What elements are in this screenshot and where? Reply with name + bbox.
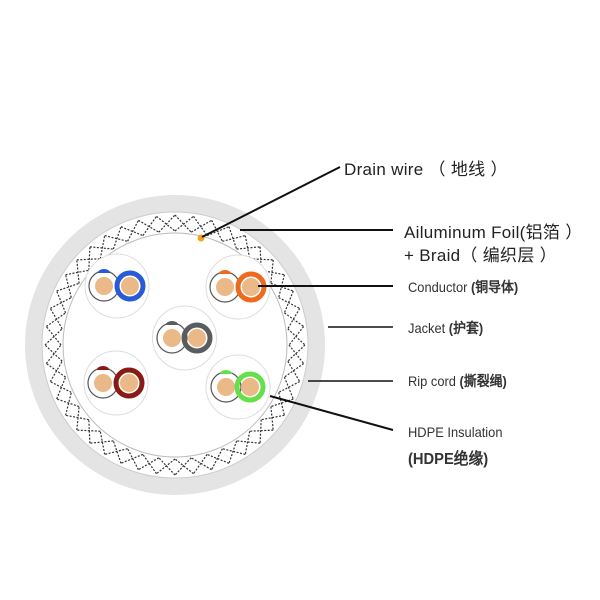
copper-conductor [242,278,260,296]
hdpe-cn: (HDPE绝缘) [408,451,489,468]
jacket-text: Jacket [408,320,446,336]
colored-insulation [234,371,266,403]
jacket-label: Jacket (护套) [408,318,483,338]
hdpe-cn-label: (HDPE绝缘) [408,445,488,469]
copper-conductor [121,277,139,295]
copper-conductor [216,278,234,296]
copper-conductor [163,329,181,347]
copper-conductor [188,329,206,347]
copper-conductor [94,374,112,392]
conductor-text: Conductor [408,279,468,295]
twisted-pair-orange [205,254,271,320]
twisted-pair-blue [84,253,150,319]
jacket-cn: (护套) [448,320,484,336]
hdpe-label: HDPE Insulation [408,424,503,440]
rip-cord-label: Rip cord (撕裂绳) [408,371,507,391]
braid-layer [44,214,306,476]
twisted-pair-green [205,354,271,420]
twisted-pair-gray [152,305,217,371]
colored-insulation [181,322,213,354]
colored-insulation [113,367,145,399]
copper-conductor [95,277,113,295]
twisted-pair-brown-red [83,350,149,416]
conductor-label: Conductor (铜导体) [408,277,518,297]
hdpe-leader [269,395,394,431]
copper-conductor [217,378,235,396]
conductor-cn: (铜导体) [471,279,519,295]
rip-cord-text: Rip cord [408,373,456,389]
leader-lines [201,166,394,431]
colored-insulation [114,270,146,302]
copper-conductor [120,374,138,392]
drain-wire-leader [201,166,341,238]
drain-wire-label: Drain wire （ 地线 ） [344,160,508,179]
copper-conductor [241,378,259,396]
rip-cord-cn: (撕裂绳) [459,373,507,389]
foil-label: Ailuminum Foil(铝箔 ） [404,223,583,242]
braid-label: + Braid（ 编织层 ） [404,246,557,265]
